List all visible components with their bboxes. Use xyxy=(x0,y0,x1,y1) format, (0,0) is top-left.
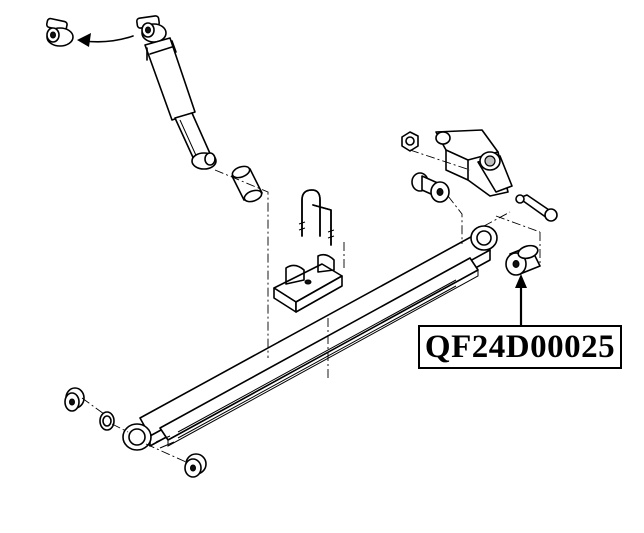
shackle-nut xyxy=(401,131,419,152)
removal-arrow xyxy=(77,33,134,47)
shock-lower-bushing xyxy=(231,165,263,203)
front-eye-outer-bushing-right xyxy=(184,453,207,478)
shackle-rubber-bushing xyxy=(411,172,450,203)
shackle-bracket xyxy=(435,129,513,197)
alignment-lines xyxy=(81,149,541,463)
part-leader-arrow xyxy=(515,274,527,326)
front-eye-washer-left xyxy=(99,411,115,431)
shock-top-bushing xyxy=(45,17,74,47)
shackle-bolt xyxy=(515,194,558,222)
front-eye-outer-bushing-left xyxy=(64,387,85,412)
spring-saddle-block xyxy=(273,253,343,313)
leaf-spring-eye-bushing xyxy=(505,244,541,276)
shock-absorber xyxy=(135,15,217,170)
u-bolt xyxy=(298,189,335,246)
part-number-label: QF24D00025 xyxy=(418,325,622,369)
part-number-text: QF24D00025 xyxy=(424,328,616,365)
leaf-spring xyxy=(122,225,498,451)
